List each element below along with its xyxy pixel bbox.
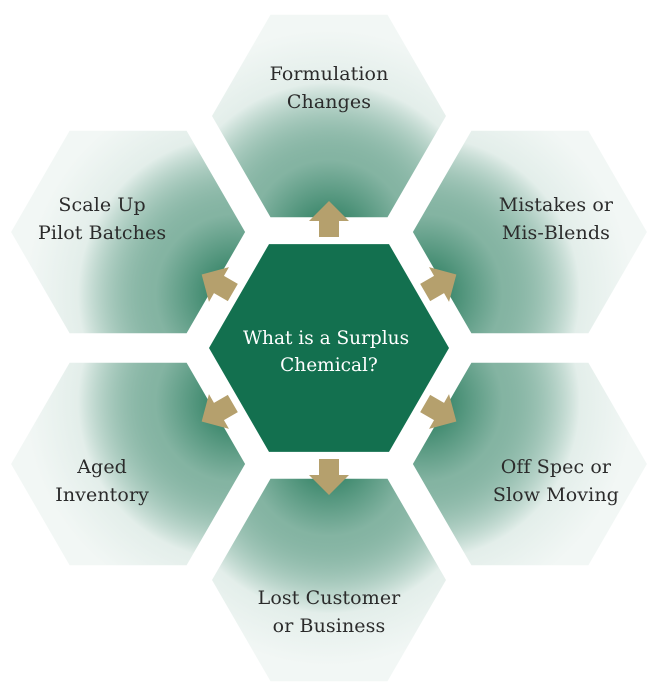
center-label: What is a Surplus Chemical? (243, 328, 415, 376)
hex-label-top-line-2: Changes (287, 91, 371, 113)
hex-top (212, 14, 446, 218)
hex-upper-right (412, 130, 647, 334)
hex-label-upper-left-line-2: Pilot Batches (38, 222, 166, 244)
center-label-line-1: What is a Surplus (243, 328, 409, 349)
hex-label-upper-right: Mistakes or Mis-Blends (499, 194, 614, 244)
hex-label-bottom-line-1: Lost Customer (258, 587, 402, 609)
center-label-line-2: Chemical? (280, 355, 378, 376)
hex-label-upper-right-line-2: Mis-Blends (502, 222, 610, 244)
arrow-bottom-icon (309, 459, 349, 495)
hex-lower-left (11, 362, 246, 566)
arrow-upper-right-icon (420, 267, 457, 302)
hex-lower-right (412, 362, 647, 566)
hex-label-top-line-1: Formulation (270, 63, 389, 85)
hex-label-lower-left-line-1: Aged (76, 456, 127, 478)
arrow-lower-left-icon (201, 394, 238, 429)
hex-label-lower-right-line-2: Slow Moving (493, 484, 619, 506)
hex-upper-left (11, 130, 246, 334)
hex-label-upper-right-line-1: Mistakes or (499, 194, 614, 216)
arrow-upper-left-icon (201, 267, 238, 302)
hex-label-bottom-line-2: or Business (273, 615, 386, 637)
hex-label-bottom: Lost Customer or Business (258, 587, 402, 637)
arrow-top-icon (309, 201, 349, 237)
hex-label-lower-right: Off Spec or Slow Moving (493, 456, 619, 506)
hex-label-upper-left: Scale Up Pilot Batches (38, 194, 166, 244)
hex-label-lower-left-line-2: Inventory (55, 484, 149, 506)
hex-label-lower-right-line-1: Off Spec or (501, 456, 612, 478)
center-hex-group: What is a Surplus Chemical? (209, 244, 449, 452)
center-hex (209, 244, 449, 452)
hex-bottom (212, 478, 446, 682)
arrow-lower-right-icon (420, 394, 457, 429)
hex-label-upper-left-line-1: Scale Up (58, 194, 145, 216)
arrow-group (201, 201, 457, 495)
